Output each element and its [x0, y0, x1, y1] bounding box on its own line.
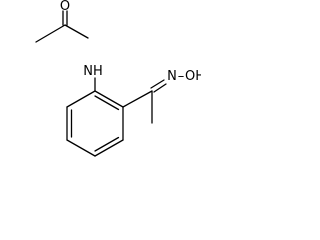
ring-bond-4 [66, 139, 96, 157]
ring-inner-bond-1 [94, 95, 120, 111]
hydroxyl-bond-label: – [178, 69, 185, 84]
ring-bond-6 [66, 90, 96, 108]
ring-inner-bond-2 [94, 136, 120, 152]
hydroxyl-label: OH [185, 69, 201, 84]
carbonyl-oxygen-label: O [60, 0, 70, 14]
bond-carbonyl-nitrogen [64, 24, 89, 39]
bond-ring-oxime-carbon [122, 90, 153, 108]
oxime-nitrogen-label: N [167, 69, 177, 84]
ring-bond-1 [94, 90, 124, 108]
bond-methyl-carbonyl [35, 24, 66, 43]
ring-bond-3 [94, 139, 124, 157]
bond-oxime-double-b [153, 83, 167, 93]
amide-nh-label: NH [83, 64, 103, 79]
bond-oxime-double-a [150, 79, 165, 89]
molecule-structure: O NH N – OH [35, 0, 201, 157]
